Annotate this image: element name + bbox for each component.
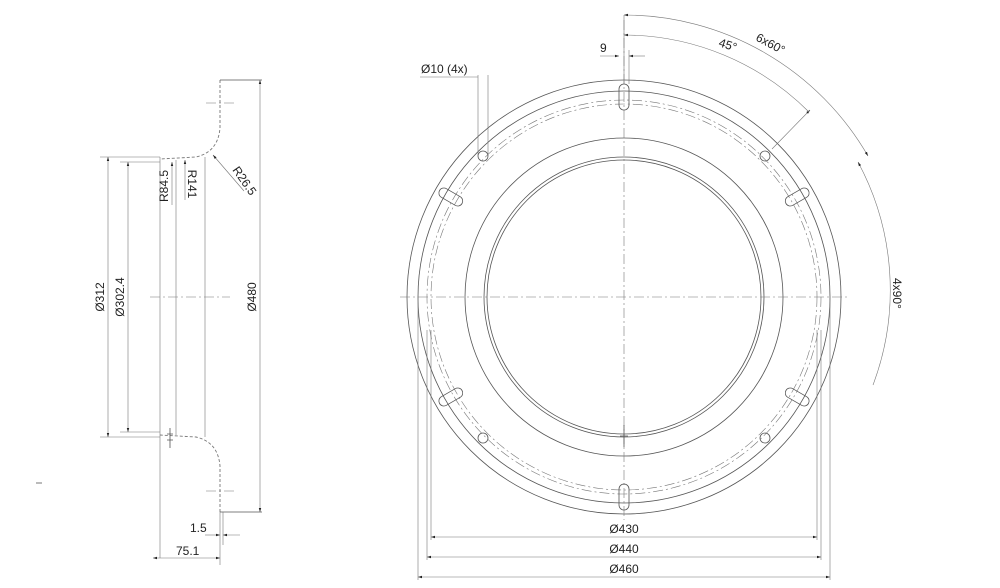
inlet-profile xyxy=(159,80,221,512)
dim-d440: Ø440 xyxy=(609,542,639,556)
dim-d302: Ø302.4 xyxy=(113,277,127,317)
dim-angle-45: 45° xyxy=(717,36,739,55)
dim-r141: R141 xyxy=(185,170,199,199)
dim-r26: R26.5 xyxy=(230,164,260,199)
dim-angle-6x60: 6x60° xyxy=(754,30,788,57)
dim-holes: Ø10 (4x) xyxy=(421,62,468,76)
dim-depth: 75.1 xyxy=(176,544,200,558)
dim-d480: Ø480 xyxy=(245,282,259,312)
side-view: Ø312 Ø302.4 Ø480 R84.5 R141 R26.5 1.5 75… xyxy=(36,79,262,565)
dim-d430: Ø430 xyxy=(609,522,639,536)
dim-r84: R84.5 xyxy=(157,170,171,202)
dim-slot-width: 9 xyxy=(600,41,607,55)
dim-thickness: 1.5 xyxy=(190,521,207,535)
dim-d312: Ø312 xyxy=(93,282,107,312)
dim-angle-4x90: 4x90° xyxy=(890,278,904,309)
front-view: Ø430 Ø440 Ø460 9 Ø10 (4x) 45° 6x60° 4x90… xyxy=(400,13,904,580)
dim-d460: Ø460 xyxy=(609,562,639,576)
holes xyxy=(477,150,771,444)
